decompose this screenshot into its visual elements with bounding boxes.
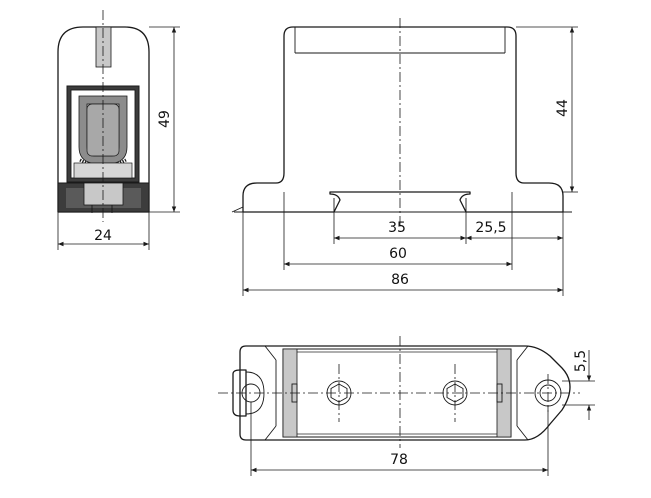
dim-top-length-78: 78 — [390, 452, 408, 468]
dim-side-width: 24 — [94, 228, 112, 244]
dim-width-86: 86 — [391, 272, 409, 288]
dim-top-hole-offset: 5,5 — [573, 350, 589, 372]
dim-offset-25-5: 25,5 — [475, 220, 506, 236]
top-view: 5,5 78 — [218, 336, 595, 476]
dim-width-60: 60 — [389, 246, 407, 262]
dim-side-height: 49 — [157, 110, 173, 128]
dim-front-height: 44 — [555, 99, 571, 117]
dim-inner-35: 35 — [388, 220, 406, 236]
side-view: 49 24 — [57, 10, 180, 250]
front-view: 44 35 25,5 60 86 — [231, 18, 578, 296]
